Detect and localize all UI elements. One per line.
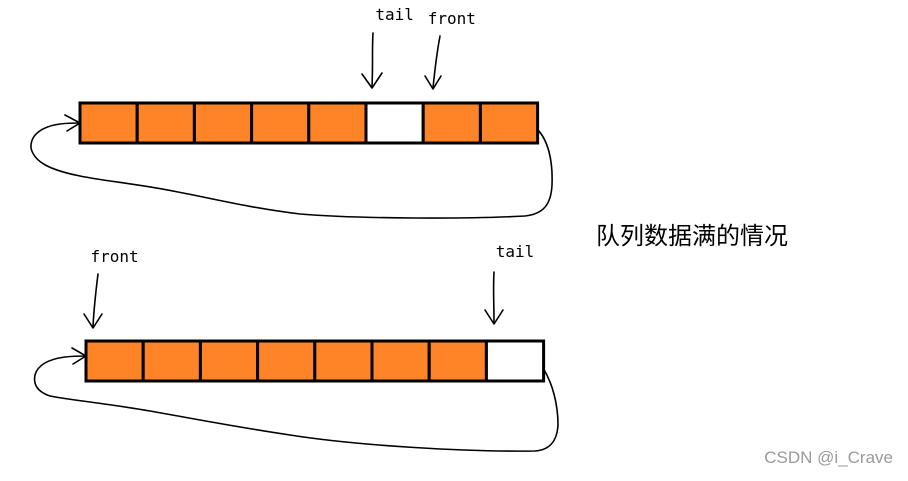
- queue-2-tail-label: tail: [496, 242, 535, 261]
- queue-2-slot-5-filled: [372, 341, 429, 381]
- queue-2-slot-6-filled: [429, 341, 486, 381]
- queue-1-tail-arrow: [372, 33, 373, 87]
- queue-1-slot-2-filled: [194, 103, 251, 143]
- queue-2-front-pointer: front: [84, 247, 139, 328]
- queue-1-slot-4-filled: [309, 103, 366, 143]
- queue-1: tail front: [31, 5, 552, 218]
- queue-1-cells: [80, 103, 538, 143]
- queue-1-slot-6-filled: [423, 103, 480, 143]
- queue-2-tail-pointer: tail: [485, 242, 534, 324]
- queue-2-slot-4-filled: [315, 341, 372, 381]
- diagram-caption: 队列数据满的情况: [596, 222, 788, 250]
- queue-2: front tail: [35, 242, 558, 451]
- queue-2-slot-0-filled: [86, 341, 143, 381]
- queue-2-front-label: front: [91, 247, 139, 266]
- queue-1-slot-7-filled: [480, 103, 537, 143]
- queue-1-front-label: front: [428, 9, 476, 28]
- queue-1-slot-5-empty: [366, 103, 423, 143]
- queue-2-front-arrow: [93, 274, 98, 326]
- queue-1-slot-1-filled: [137, 103, 194, 143]
- queue-2-slot-2-filled: [200, 341, 257, 381]
- queue-1-tail-label: tail: [375, 5, 414, 24]
- queue-1-slot-0-filled: [80, 103, 137, 143]
- queue-2-slot-7-empty: [486, 341, 543, 381]
- queue-2-slot-1-filled: [143, 341, 200, 381]
- queue-1-tail-pointer: tail: [362, 5, 414, 88]
- queue-2-slot-3-filled: [258, 341, 315, 381]
- queue-2-cells: [86, 341, 544, 381]
- queue-1-front-pointer: front: [425, 9, 476, 89]
- queue-1-slot-3-filled: [252, 103, 309, 143]
- watermark: CSDN @i_Crave: [764, 448, 893, 467]
